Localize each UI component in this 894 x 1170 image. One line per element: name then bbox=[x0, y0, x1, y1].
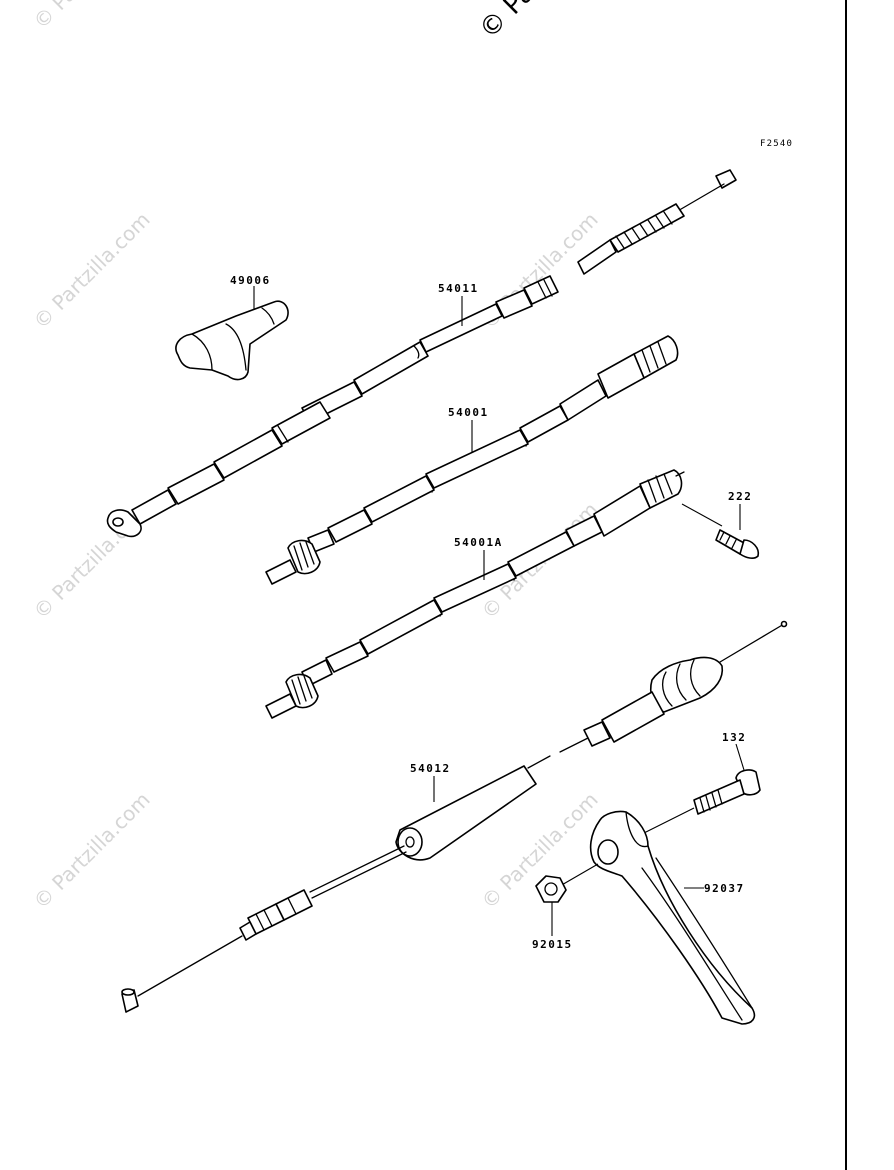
part-54001a-speedometer-cable[interactable] bbox=[265, 469, 685, 719]
label-92015: 92015 bbox=[532, 938, 573, 951]
part-54001-speedometer-cable[interactable] bbox=[265, 335, 679, 585]
label-132: 132 bbox=[722, 731, 746, 744]
label-49006: 49006 bbox=[230, 274, 271, 287]
watermark-top: © Pa bbox=[474, 0, 541, 45]
part-222-screw[interactable] bbox=[681, 503, 760, 559]
diagram-code: F2540 bbox=[760, 139, 793, 149]
label-222: 222 bbox=[728, 490, 752, 503]
part-54012-cable[interactable] bbox=[121, 620, 788, 1013]
part-labels: 49006 54011 54001 54001A 222 54012 132 9… bbox=[230, 274, 752, 951]
label-92037: 92037 bbox=[704, 882, 745, 895]
part-54011-clutch-cable[interactable] bbox=[106, 169, 737, 538]
label-54011: 54011 bbox=[438, 282, 479, 295]
label-54001: 54001 bbox=[448, 406, 489, 419]
watermark: © Partzilla.com bbox=[29, 0, 155, 34]
part-49006-grip-cover[interactable] bbox=[175, 300, 289, 381]
label-54001a: 54001A bbox=[454, 536, 503, 549]
part-92015-nut[interactable] bbox=[535, 863, 599, 903]
part-92037-bracket[interactable] bbox=[589, 810, 756, 1025]
label-54012: 54012 bbox=[410, 762, 451, 775]
watermark: © Partzilla.com bbox=[29, 787, 155, 913]
watermark: © Partzilla.com bbox=[29, 207, 155, 333]
